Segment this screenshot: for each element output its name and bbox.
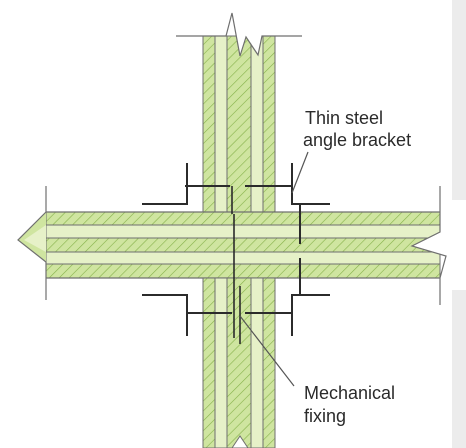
fixing-label-line-1: Mechanical (304, 383, 395, 403)
fixing-label-line-2: fixing (304, 406, 346, 426)
lower-wall-panel (202, 277, 276, 448)
bracket-top-left (142, 163, 230, 205)
leader-lines (239, 151, 309, 387)
mechanical-fixings (231, 186, 241, 344)
steel-angle-brackets (142, 163, 330, 336)
bracket-top-right (245, 163, 330, 244)
bracket-label-line-2: angle bracket (303, 130, 411, 150)
bracket-bottom-left (142, 294, 232, 336)
bracket-label-line-1: Thin steel (305, 108, 383, 128)
bracket-bottom-right (245, 258, 330, 336)
leader-bracket (291, 151, 309, 194)
floor-slab-panel (0, 186, 466, 305)
leader-fixing (239, 315, 295, 387)
upper-wall-panel (176, 10, 302, 213)
